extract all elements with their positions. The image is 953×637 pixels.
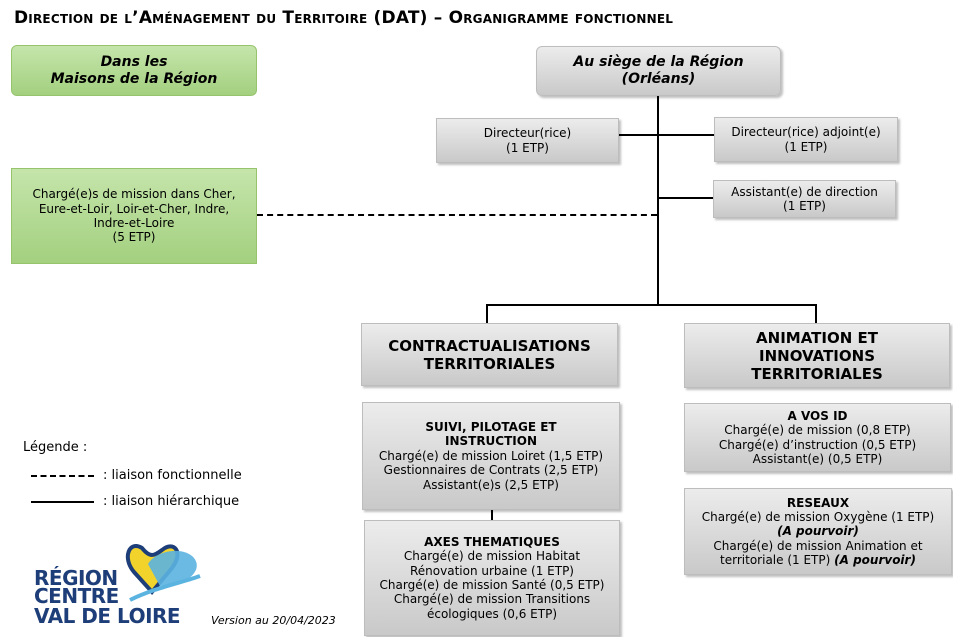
suivi-pilotage-box: SUIVI, PILOTAGE ET INSTRUCTION Chargé(e)…: [362, 402, 620, 510]
hierarchy-line: [619, 134, 658, 136]
legend-solid-sample: [31, 501, 94, 503]
logo-line3: VAL DE LOIRE: [34, 604, 181, 628]
animation-innovations-box: ANIMATION ET INNOVATIONS TERRITORIALES: [684, 323, 950, 388]
region-logo-graphic: [125, 544, 201, 602]
contractualisations-box: CONTRACTUALISATIONS TERRITORIALES: [361, 323, 618, 386]
hierarchy-line: [486, 304, 488, 323]
legend-title: Légende :: [23, 440, 88, 455]
page-title: Direction de l’Aménagement du Territoire…: [14, 8, 674, 28]
directeur-box: Directeur(rice) (1 ETP): [436, 118, 619, 163]
hierarchy-line: [658, 134, 714, 136]
siege-region-header: Au siège de la Région (Orléans): [536, 46, 781, 96]
region-logo: RÉGION CENTRE VAL DE LOIRE: [34, 540, 204, 630]
directeur-adjoint-box: Directeur(rice) adjoint(e) (1 ETP): [714, 117, 898, 162]
maisons-region-header: Dans les Maisons de la Région: [11, 45, 257, 96]
legend-dashed-sample: [31, 475, 94, 477]
functional-link: [257, 214, 657, 216]
hierarchy-line: [815, 304, 817, 323]
logo-line1: RÉGION: [34, 566, 118, 590]
legend-fonctionnelle: : liaison fonctionnelle: [103, 468, 242, 483]
version-date: Version au 20/04/2023: [211, 614, 336, 627]
reseaux-box: RESEAUX Chargé(e) de mission Oxygène (1 …: [684, 488, 952, 575]
axes-thematiques-box: AXES THEMATIQUES Chargé(e) de mission Ha…: [364, 520, 620, 636]
hierarchy-line: [491, 510, 493, 520]
hierarchy-line: [486, 304, 816, 306]
logo-line2: CENTRE: [34, 584, 119, 608]
legend-hierarchique: : liaison hiérarchique: [103, 494, 240, 509]
assistant-direction-box: Assistant(e) de direction (1 ETP): [713, 180, 896, 218]
hierarchy-line: [658, 197, 714, 199]
charges-mission-box: Chargé(e)s de mission dans Cher, Eure-et…: [11, 168, 257, 264]
hierarchy-line: [657, 96, 659, 306]
a-vos-id-box: A VOS ID Chargé(e) de mission (0,8 ETP) …: [684, 403, 951, 472]
